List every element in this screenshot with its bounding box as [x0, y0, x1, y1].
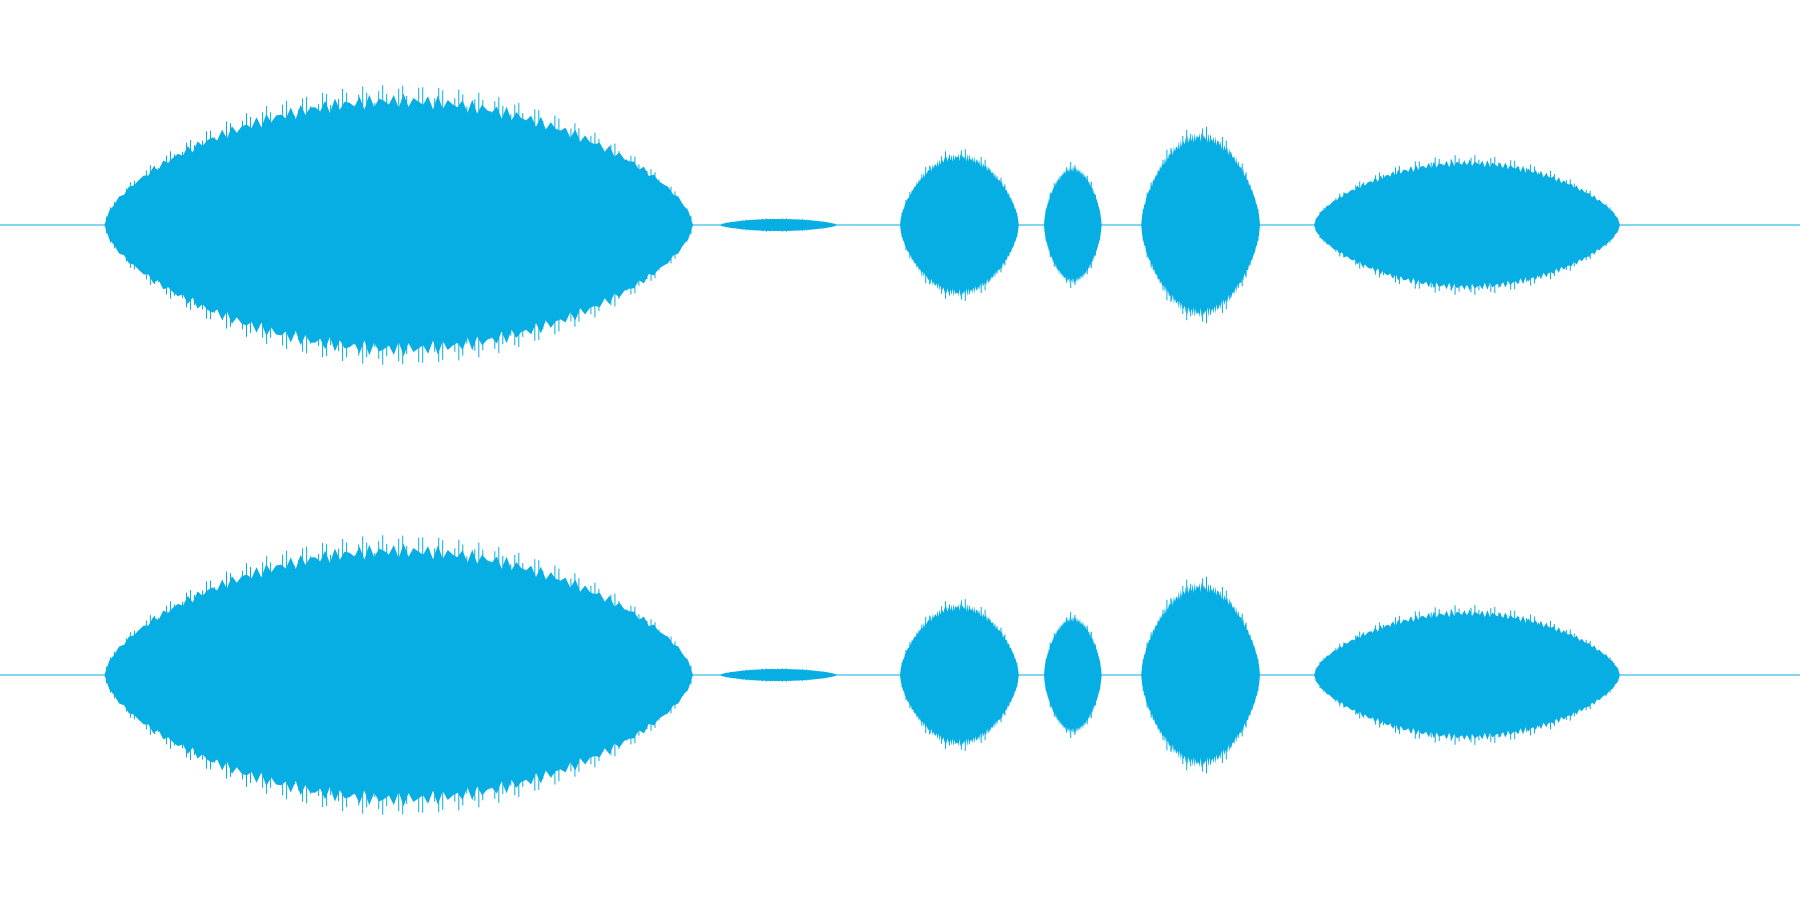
channel-right-waveform [0, 535, 1800, 815]
waveform-segment [1044, 615, 1102, 735]
channel-right-envelope [104, 535, 1620, 815]
channel-left-envelope [104, 85, 1620, 365]
waveform-segment [1044, 165, 1102, 285]
channel-left-waveform [0, 85, 1800, 365]
